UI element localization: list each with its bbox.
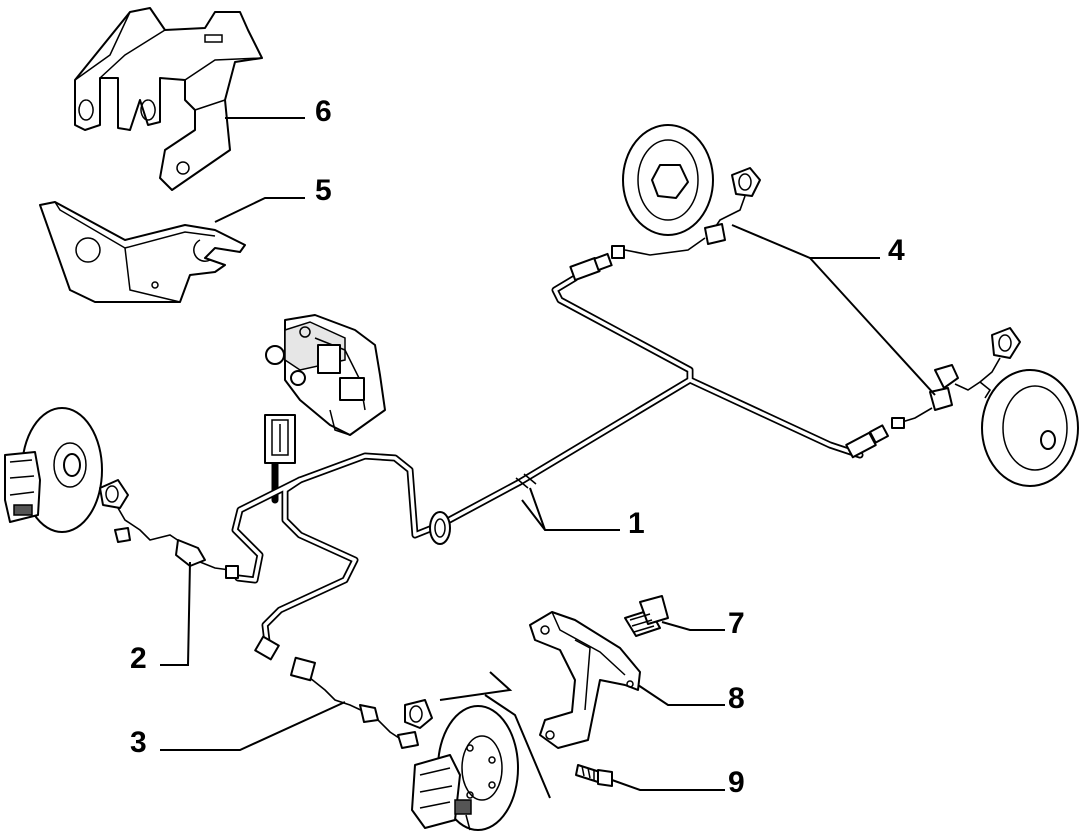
- part-8-bracket[interactable]: [529, 611, 641, 749]
- part-label-9: 9: [728, 766, 745, 799]
- leader-7: [661, 621, 725, 631]
- front-left-brake-disc[interactable]: [4, 407, 103, 533]
- part-label-3: 3: [130, 726, 147, 759]
- leader-5: [214, 197, 305, 223]
- part-3-rear-speed-sensor[interactable]: [290, 656, 433, 749]
- part-label-1: 1: [628, 507, 645, 540]
- leader-8: [637, 684, 725, 706]
- leader-4b: [809, 257, 936, 396]
- rear-left-brake-disc[interactable]: [411, 705, 519, 831]
- part-label-5: 5: [315, 174, 332, 207]
- part-label-2: 2: [130, 642, 147, 675]
- part-label-4: 4: [888, 234, 905, 267]
- leader-1b: [529, 487, 546, 531]
- part-label-8: 8: [728, 682, 745, 715]
- part-2-front-speed-sensor[interactable]: [99, 479, 239, 579]
- part-label-7: 7: [728, 607, 745, 640]
- part-4-rear-sensor-harness[interactable]: [611, 124, 1079, 487]
- axis-mark: [439, 671, 551, 799]
- leader-4: [731, 224, 880, 259]
- leader-2: [160, 561, 191, 666]
- part-7-bolt[interactable]: [624, 595, 669, 637]
- abs-control-unit[interactable]: [265, 314, 386, 436]
- part-9-screw[interactable]: [575, 764, 613, 787]
- leader-3: [160, 701, 346, 751]
- part-1-main-harness[interactable]: [231, 252, 889, 661]
- part-6-bracket[interactable]: [74, 7, 263, 191]
- leader-9: [611, 779, 725, 791]
- part-label-6: 6: [315, 95, 332, 128]
- part-5-plate[interactable]: [39, 201, 246, 303]
